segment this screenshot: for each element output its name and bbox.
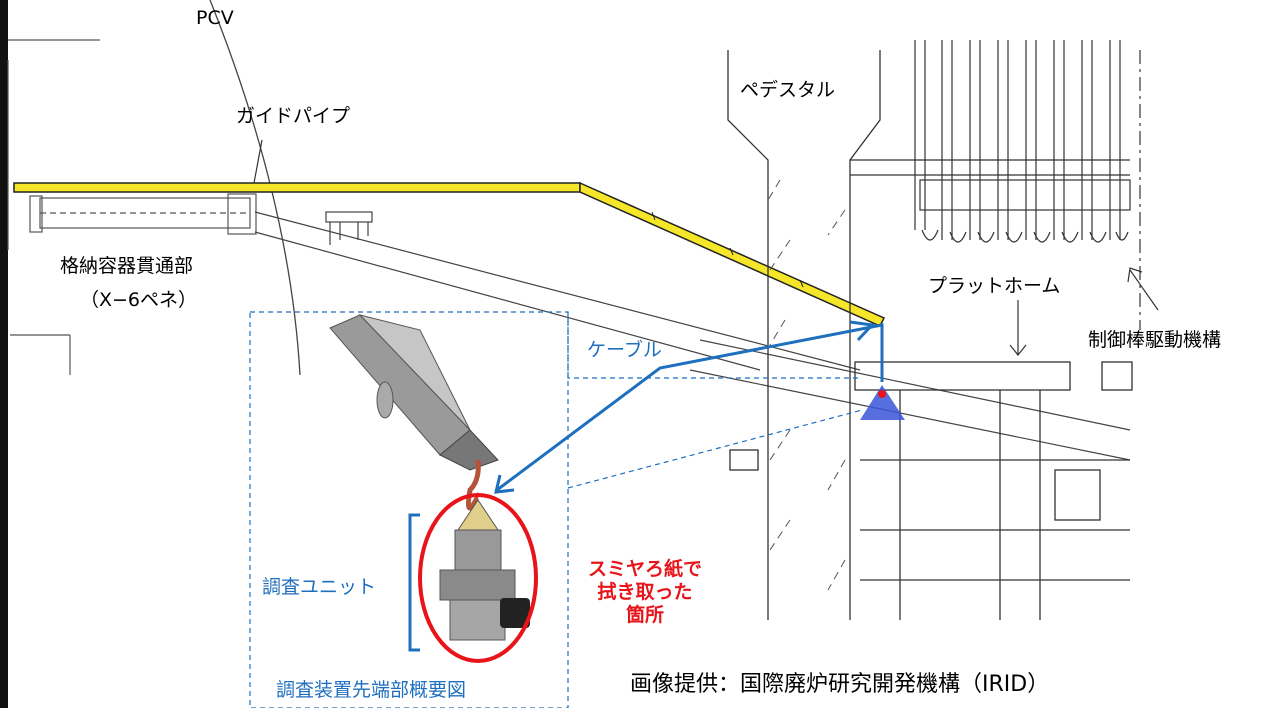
pcv-label: PCV — [196, 7, 234, 29]
device-tip-overview-label: 調査装置先端部概要図 — [276, 679, 467, 701]
survey-device — [329, 314, 530, 641]
device-highlight-circle — [418, 493, 538, 663]
penetration-id-label: （X−6ペネ） — [80, 289, 198, 311]
survey-unit-label: 調査ユニット — [262, 576, 377, 598]
pedestal-hatch — [767, 179, 846, 591]
wipe-location-line-3: 箇所 — [626, 603, 665, 626]
penetration-structure — [7, 39, 257, 375]
deposit-location — [860, 385, 905, 420]
penetration-label: 格納容器貫通部 — [60, 255, 194, 277]
crd-mechanism — [914, 40, 1141, 330]
zoom-region — [249, 311, 863, 708]
device-cable — [466, 459, 481, 521]
guide-pipe-label: ガイドパイプ — [236, 105, 351, 127]
guide-pipe — [13, 181, 886, 327]
pedestal-label: ペデスタル — [740, 79, 836, 101]
pcv-wall — [209, 0, 301, 376]
crd-label: 制御棒駆動機構 — [1088, 329, 1222, 351]
leader-lines — [253, 139, 1159, 356]
cable-route — [494, 320, 884, 494]
platform-structure — [729, 361, 1133, 620]
wipe-location-label: スミヤろ紙で 拭き取った 箇所 — [588, 558, 702, 626]
survey-unit-bracket — [408, 513, 420, 652]
left-frame-edge — [0, 0, 8, 708]
cable-label: ケーブル — [587, 339, 662, 361]
image-credit: 画像提供：国際廃炉研究開発機構（IRID） — [630, 672, 1050, 697]
wipe-location-line-2: 拭き取った — [597, 580, 693, 603]
pedestal — [727, 50, 1130, 620]
platform-label: プラットホーム — [928, 275, 1061, 297]
sloped-structure — [254, 211, 1131, 461]
wipe-location-line-1: スミヤろ紙で — [588, 558, 703, 580]
